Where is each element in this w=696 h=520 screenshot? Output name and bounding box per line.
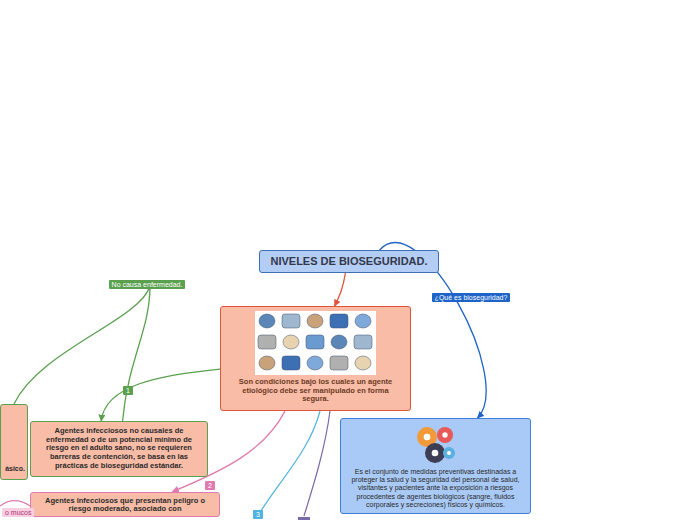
edge-label: ¿Qué es bioseguridad? [432,293,511,302]
concept-box: Son condiciones bajo los cuales un agent… [220,306,411,411]
level-box: Agentes infecciosos no causales de enfer… [30,421,208,477]
node-text: NIVELES DE BIOSEGURIDAD. [264,255,434,267]
node-text: Es el conjunto de medidas preventivas de… [347,468,524,509]
connector [335,273,346,306]
branch-tag [298,517,310,520]
definition-box: Es el conjunto de medidas preventivas de… [340,418,531,514]
node-text: Son condiciones bajo los cuales un agent… [231,378,400,404]
safety-equipment-image [255,311,376,375]
node-text: Agentes infecciosos no causales de enfer… [35,427,203,471]
connector [14,286,150,421]
partial-box: ásico. [0,404,28,480]
callout-number: 2 [205,481,215,490]
node-text: ásico. [1,465,25,473]
connector [101,369,220,421]
gears-image [413,423,459,465]
node-text: Agentes infecciosos que presentan peligr… [35,497,215,514]
level-box: Agentes infecciosos que presentan peligr… [30,492,220,517]
callout-number: 1 [123,386,133,395]
branch-line [259,411,320,514]
edge-label: No causa enfermedad. [109,280,186,289]
branch-label: o mucos [2,508,34,517]
branch-line [0,501,30,506]
callout-number: 3 [253,510,263,519]
title-box: NIVELES DE BIOSEGURIDAD. [259,250,439,273]
branch-line [304,411,330,516]
